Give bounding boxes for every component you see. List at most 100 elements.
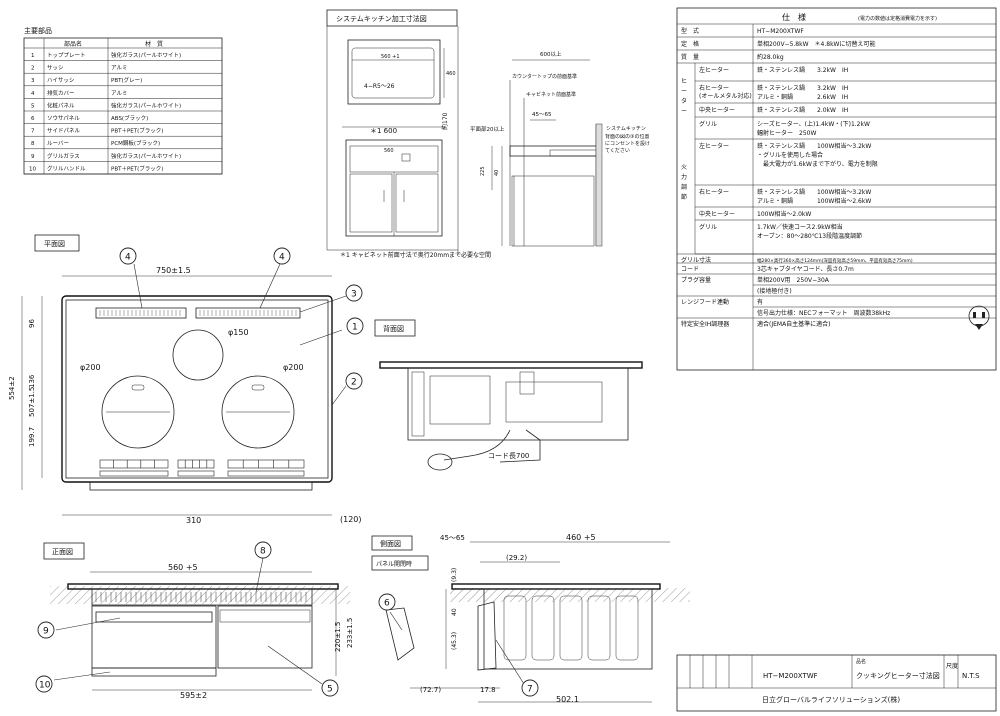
parts-row-name: サイドパネル (47, 128, 81, 135)
kitchen-d1600: ＊1 600 (370, 127, 397, 135)
plan-phi150: φ150 (228, 328, 249, 337)
parts-row-no: 8 (31, 141, 35, 147)
parts-col-part: 部品名 (64, 40, 82, 48)
side-open-label: パネル開閉時 (376, 560, 412, 568)
callout-circle (521, 679, 539, 697)
callout-number: 9 (43, 627, 49, 637)
parts-col-material: 材 質 (145, 40, 163, 48)
parts-row-name: ハイサッシ (47, 77, 74, 84)
spec-value: 鉄・ステンレス鍋 2.0kW IH (757, 106, 848, 114)
parts-row-material: ABS(ブラック) (111, 114, 148, 122)
callout-circle (37, 621, 55, 639)
left-burner (101, 375, 175, 449)
parts-row-name: トッププレート (47, 52, 86, 59)
parts-row-no: 10 (29, 166, 36, 172)
kitchen-cutout-diagram: システムキッチン加工寸法図 560 +1 460 4−R5〜26 ＊1 600 … (326, 9, 651, 259)
plan-phi200b: φ200 (283, 363, 304, 372)
spec-value: 鉄・ステンレス鍋 100W相当〜3.2kW (757, 188, 871, 196)
kitchen-d170: 約170 (441, 112, 449, 130)
kitchen-d225: 225 (480, 166, 486, 176)
spec-value: 信号出力仕様：NECフォーマット 周波数38kHz (757, 309, 890, 317)
spec-value: 輻射ヒーター 250W (757, 129, 816, 137)
spec-value: 単相200V用 250V−30A (757, 276, 830, 284)
plan-view: 平面図 750±1.5 φ150 φ200 φ200 554±2 507±1.5… (8, 234, 362, 525)
front-label: 正面図 (52, 548, 73, 556)
callout-circle (346, 317, 364, 335)
plan-phi200a: φ200 (80, 363, 101, 372)
kitchen-d460: 460 (446, 71, 456, 77)
side-view: 側面図 パネル開閉時 45〜65 460 +5 (29.2) (9.3) 40 … (371, 533, 690, 704)
spec-value: 適合(JEMA自主基準に適合) (757, 320, 831, 328)
spec-key: グリル (699, 120, 717, 128)
front-view: 正面図 560 +5 595±2 220±1.5 233±1.5 (43, 542, 354, 700)
spec-key: 定 格 (681, 40, 699, 48)
back-view: 背面図 コード長700 (374, 319, 643, 471)
spec-fire-label-char: 火 (681, 164, 687, 171)
callout-number: 3 (351, 290, 357, 300)
parts-row-name: グリルハンドル (47, 164, 86, 172)
title-block: HT−M200XTWF 品名 クッキングヒーター寸法図 尺度 N.T.S 日立グ… (676, 654, 997, 712)
spec-key: 左ヒーター (699, 142, 729, 150)
spec-value: アルミ・銅鍋 100W相当〜2.6kW (757, 197, 871, 205)
callout-circle (254, 541, 272, 559)
kitchen-counter: カウンタートップの前面基準 (512, 73, 577, 80)
spec-key: 特定安全IH調理器 (681, 320, 729, 328)
callout-number: 1 (352, 323, 358, 333)
spec-key: 右ヒーター (699, 84, 729, 92)
plan-d96: 96 (28, 319, 36, 328)
callout-circle (273, 247, 291, 265)
callout-circle (345, 284, 363, 302)
spec-value: シーズヒーター、(上)1.4kW・(下)1.2kW (757, 120, 870, 128)
plan-d310: 310 (186, 516, 201, 525)
callout-circle (321, 679, 339, 697)
parts-row-no: 6 (31, 116, 35, 122)
spec-heater-label-char: ヒ (681, 78, 687, 85)
spec-value: 鉄・ステンレス鍋 3.2kW IH (757, 66, 848, 74)
parts-row-material: 強化ガラス(パールホワイト) (111, 101, 181, 109)
parts-row-material: アルミ (111, 65, 127, 72)
plan-d120: (120) (340, 515, 362, 524)
side-d453: (45.3) (451, 632, 458, 650)
spec-fire-label-char: 節 (681, 193, 687, 201)
side-d93: (9.3) (451, 568, 458, 582)
spec-value: アルミ・銅鍋 2.6kW IH (757, 93, 848, 101)
spec-key: (オールメタル対応) (699, 92, 752, 100)
parts-row-material: PBT＋PET(ブラック) (111, 127, 163, 135)
side-d727: (72.7) (420, 686, 441, 694)
spec-key: コード (681, 266, 699, 273)
kitchen-outlet-note: 背面の図の③の位置にコンセントを設けてください (605, 134, 651, 154)
front-d233: 233±1.5 (346, 618, 354, 648)
spec-key: 質 量 (681, 53, 699, 61)
plan-d199: 199.7 (28, 427, 36, 447)
title-name: クッキングヒーター寸法図 (856, 671, 940, 680)
kitchen-d40: 40 (494, 170, 500, 176)
side-d178: 17.8 (480, 686, 496, 694)
back-cord: コード長700 (488, 452, 529, 460)
parts-row-material: 強化ガラス(パールホワイト) (111, 152, 181, 160)
spec-value: 鉄・ステンレス鍋 100W相当〜3.2kW (757, 142, 871, 150)
kitchen-cabinet: キャビネット前面基準 (526, 91, 576, 98)
spec-value: オーブン：80〜280℃13段階温度調節 (757, 232, 862, 240)
plan-d136: 136 (28, 374, 36, 388)
callout-circle (35, 675, 53, 693)
plan-d507: 507±1.5 (28, 387, 36, 417)
front-d560: 560 +5 (168, 563, 198, 572)
side-d460: 460 +5 (566, 533, 596, 542)
plan-w750: 750±1.5 (156, 266, 191, 275)
parts-row-material: PBT＋PET(ブラック) (111, 164, 163, 172)
spec-key: 右ヒーター (699, 188, 729, 196)
spec-value: (接地極付き) (757, 287, 792, 295)
callout-number: 5 (327, 685, 333, 695)
spec-key: 型 式 (681, 27, 699, 35)
spec-value: 3芯キャブタイヤコード、長さ0.7m (757, 265, 854, 273)
kitchen-title: システムキッチン加工寸法図 (336, 14, 427, 23)
kitchen-syskit: システムキッチン (606, 126, 646, 132)
parts-row-name: ソウサパネル (47, 114, 80, 122)
side-d40: 40 (451, 608, 458, 616)
front-d595: 595±2 (180, 691, 207, 700)
spec-value: HT−M200XTWF (757, 28, 804, 35)
plug-icon (968, 305, 990, 330)
front-d220: 220±1.5 (334, 622, 342, 652)
kitchen-d560: 560 +1 (381, 54, 400, 60)
